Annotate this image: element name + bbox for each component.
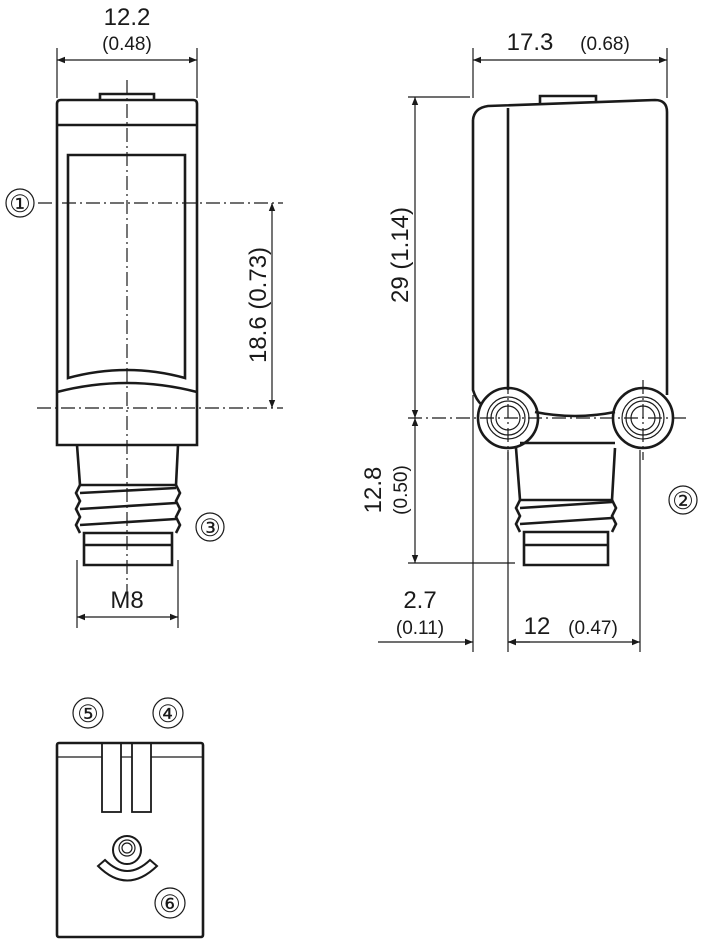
svg-text:②: ② <box>672 488 694 515</box>
svg-text:④: ④ <box>157 701 179 728</box>
side-height-label: 29 (1.14) <box>387 207 414 303</box>
thread-label: M8 <box>110 587 143 614</box>
callout-4: ④ <box>152 697 184 729</box>
side-width-label: 17.3 <box>507 29 554 56</box>
svg-text:⑥: ⑥ <box>159 891 181 918</box>
callout-3: ③ <box>195 512 225 542</box>
side-view: 17.3 (0.68) 29 (1.14) 12.8 (0.50) 2.7 (0… <box>360 29 698 652</box>
callout-6: ⑥ <box>154 887 186 919</box>
front-width-label: 12.2 <box>104 4 151 31</box>
connector-height-label: 12.8 <box>360 467 387 514</box>
offset-inch-label: (0.11) <box>396 618 444 639</box>
callout-1: ① <box>5 188 35 218</box>
bottom-view: ⑤ ④ ⑥ <box>55 697 205 939</box>
connector-pos-inch-label: (0.47) <box>568 618 618 639</box>
svg-text:①: ① <box>9 191 31 218</box>
front-height-label: 18.6 (0.73) <box>245 247 272 363</box>
side-width-inch-label: (0.68) <box>580 34 630 55</box>
connector-pos-label: 12 <box>524 613 551 640</box>
connector-height-inch-label: (0.50) <box>391 465 412 515</box>
callout-2: ② <box>668 485 698 515</box>
offset-label: 2.7 <box>403 587 436 614</box>
svg-text:③: ③ <box>199 515 221 542</box>
svg-text:⑤: ⑤ <box>77 701 99 728</box>
thread <box>74 484 182 567</box>
callout-5: ⑤ <box>72 697 104 729</box>
front-view: 12.2 (0.48) 18.6 (0.73) M8 ① ③ <box>5 4 283 628</box>
front-width-inch-label: (0.48) <box>102 34 152 55</box>
